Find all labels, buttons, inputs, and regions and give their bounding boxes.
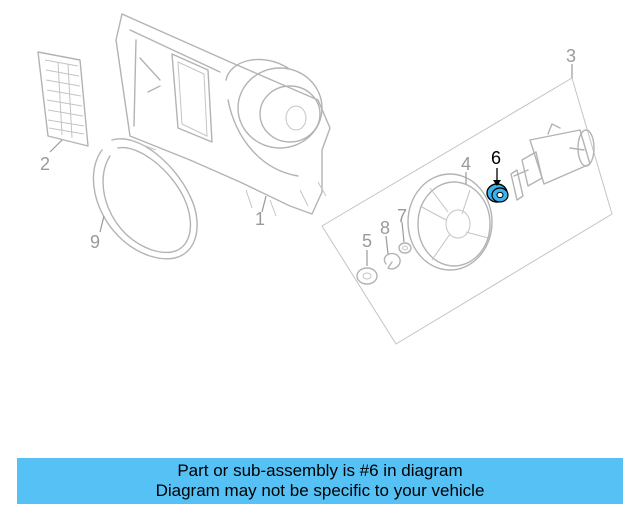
callout-1: 1 xyxy=(255,209,265,229)
part-5-washer xyxy=(356,267,378,285)
callout-5: 5 xyxy=(362,231,372,251)
callout-6: 6 xyxy=(491,148,501,168)
part-6-nut-highlighted xyxy=(486,168,509,203)
leader-lines xyxy=(49,64,573,266)
part-1-shroud xyxy=(115,13,331,217)
callout-8: 8 xyxy=(380,218,390,238)
part-4-fan xyxy=(407,173,493,271)
callout-3: 3 xyxy=(566,46,576,66)
banner-line-disclaimer: Diagram may not be specific to your vehi… xyxy=(155,481,485,500)
part-7-small-washer xyxy=(398,242,412,254)
callout-9: 9 xyxy=(90,232,100,252)
part-8-clip xyxy=(383,252,401,270)
part-9-seal-ring xyxy=(92,138,198,260)
callout-2: 2 xyxy=(40,154,50,174)
callout-7: 7 xyxy=(397,206,407,226)
fan-motor xyxy=(513,123,595,187)
parts-diagram: 1 2 3 4 5 6 7 8 9 xyxy=(37,13,613,345)
part-2-louvre-panel xyxy=(37,51,89,147)
pin xyxy=(510,169,524,201)
banner-line-part: Part or sub-assembly is #6 in diagram xyxy=(177,461,463,480)
part-3-assembly-outline xyxy=(321,77,613,345)
callout-4: 4 xyxy=(461,154,471,174)
info-banner: Part or sub-assembly is #6 in diagram Di… xyxy=(17,458,623,504)
